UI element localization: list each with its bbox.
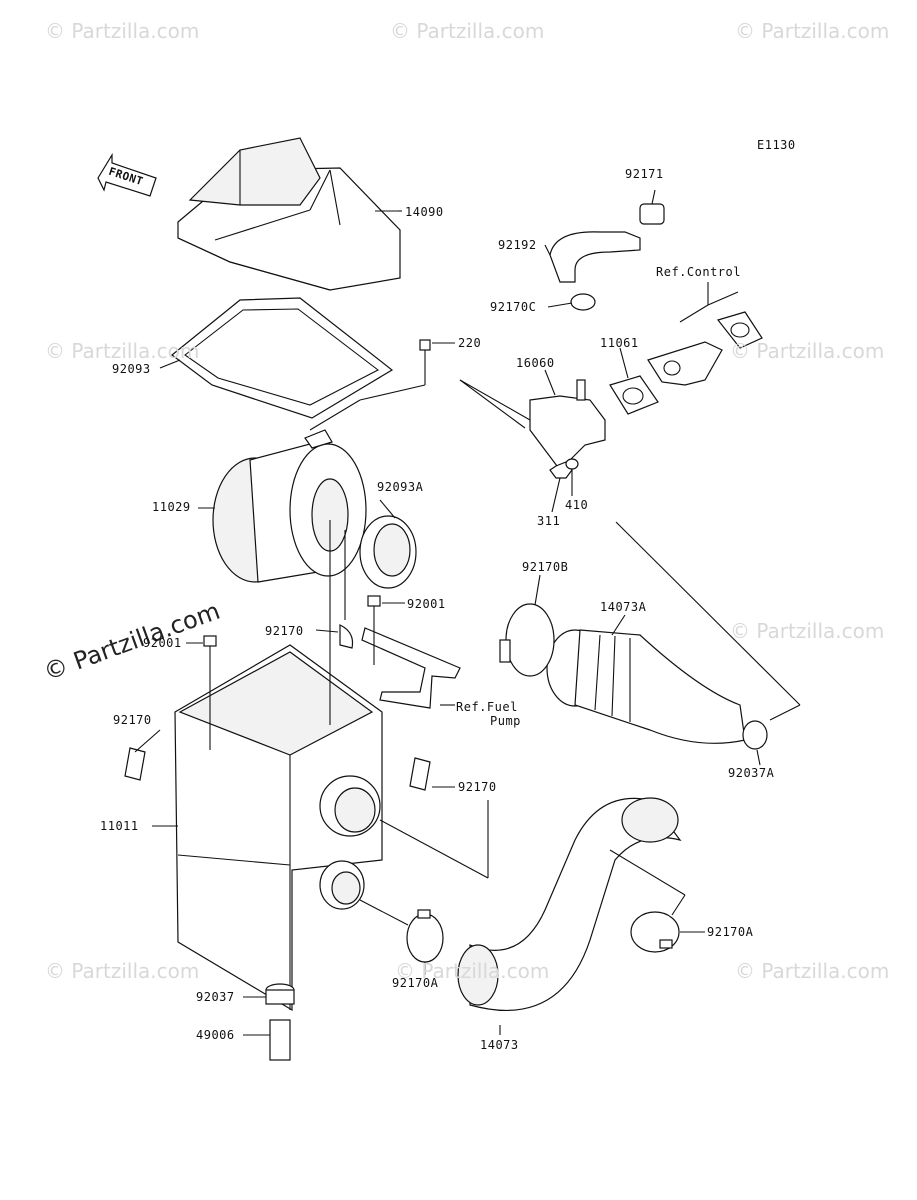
clamp-92037a-part xyxy=(742,720,768,750)
drain-parts xyxy=(265,983,295,1061)
part-label-220: 220 xyxy=(458,336,482,350)
part-label-11029: 11029 xyxy=(152,500,191,514)
part-label-410: 410 xyxy=(565,498,589,512)
gasket-part xyxy=(171,297,394,419)
clamp-92170a-part xyxy=(406,909,444,963)
part-label-311: 311 xyxy=(537,514,561,528)
watermark: © Partzilla.com xyxy=(45,19,200,43)
ref-fuel-pump-label: Ref.Fuel xyxy=(456,700,518,714)
intake-boot-part xyxy=(546,629,746,744)
ref-fuel-pump-label-line2: Pump xyxy=(490,714,521,728)
part-label-92170b: 92170B xyxy=(522,560,569,574)
intake-duct-part xyxy=(457,797,682,1012)
washer-410-part xyxy=(565,458,579,470)
part-label-92001: 92001 xyxy=(407,597,446,611)
part-label-14090: 14090 xyxy=(405,205,444,219)
air-filter-element-part xyxy=(212,429,367,583)
part-label-92171: 92171 xyxy=(625,167,664,181)
clamp-92171-part xyxy=(639,203,665,225)
ref-control-label: Ref.Control xyxy=(656,265,741,279)
leader-lines xyxy=(134,189,801,1036)
air-box-case-part xyxy=(174,644,383,1012)
bolt-220-part xyxy=(419,339,431,372)
watermark: © Partzilla.com xyxy=(390,19,545,43)
part-label-49006: 49006 xyxy=(196,1028,235,1042)
part-label-92093: 92093 xyxy=(112,362,151,376)
watermark: © Partzilla.com xyxy=(730,619,885,643)
part-label-11061: 11061 xyxy=(600,336,639,350)
watermark: © Partzilla.com xyxy=(45,959,200,983)
part-label-92170a: 92170A xyxy=(707,925,754,939)
part-label-92037: 92037 xyxy=(196,990,235,1004)
part-label-92170c: 92170C xyxy=(490,300,537,314)
part-label-92001: 92001 xyxy=(143,636,182,650)
air-box-cover-part xyxy=(177,137,401,291)
part-label-92170a: 92170A xyxy=(392,976,439,990)
part-label-92170: 92170 xyxy=(458,780,497,794)
watermark: © Partzilla.com xyxy=(395,959,550,983)
hose-92192-part xyxy=(549,231,641,283)
clamp-92170-parts xyxy=(124,624,431,791)
clamp-92170c-part xyxy=(570,293,596,311)
watermark: © Partzilla.com xyxy=(45,339,200,363)
watermark: © Partzilla.com xyxy=(735,19,890,43)
diagram-code: E1130 xyxy=(757,138,796,152)
front-arrow-icon xyxy=(97,152,157,197)
clamp-92170a-right-part xyxy=(630,911,680,953)
part-label-16060: 16060 xyxy=(516,356,555,370)
part-label-14073: 14073 xyxy=(480,1038,519,1052)
fitting-16060-part xyxy=(529,379,606,471)
watermark: © Partzilla.com xyxy=(735,959,890,983)
fuel-pump-bracket-part xyxy=(361,627,461,709)
part-label-92170: 92170 xyxy=(113,713,152,727)
ring-92093a-part xyxy=(359,515,417,589)
part-label-14073a: 14073A xyxy=(600,600,647,614)
part-label-92093a: 92093A xyxy=(377,480,424,494)
part-label-11011: 11011 xyxy=(100,819,139,833)
part-label-92192: 92192 xyxy=(498,238,537,252)
part-label-92170: 92170 xyxy=(265,624,304,638)
ref-control-parts xyxy=(647,311,763,386)
clamp-92170b-part xyxy=(499,603,555,677)
gasket-11061-part xyxy=(609,375,659,415)
bolt-92001-part xyxy=(203,595,381,662)
watermark: © Partzilla.com xyxy=(730,339,885,363)
part-label-92037a: 92037A xyxy=(728,766,775,780)
